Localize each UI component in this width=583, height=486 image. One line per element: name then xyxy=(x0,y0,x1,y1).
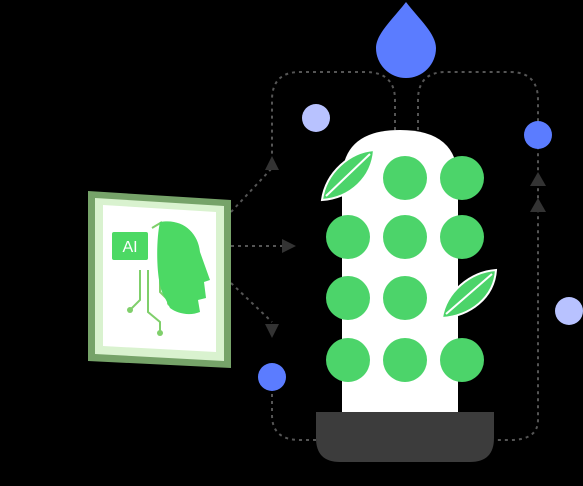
leaf-icon xyxy=(320,148,376,202)
plant-pods xyxy=(326,156,484,382)
ai-badge xyxy=(112,232,148,260)
arrow-down-icon xyxy=(265,324,279,338)
bubble xyxy=(258,363,286,391)
tower-base xyxy=(316,412,494,462)
water-flow-lines xyxy=(230,71,539,441)
bubble xyxy=(555,297,583,325)
ai-robot-head-icon xyxy=(157,221,210,315)
leaf-icon xyxy=(440,268,498,320)
water-drop-icon xyxy=(376,2,436,78)
bubble xyxy=(302,104,330,132)
ai-card: AI xyxy=(88,191,231,368)
arrow-up-icon xyxy=(265,156,279,170)
hydroponic-tower xyxy=(316,130,498,462)
arrow-up-icon xyxy=(530,172,546,212)
ai-badge-text: AI xyxy=(122,239,137,256)
arrow-right-icon xyxy=(282,239,296,253)
bubble xyxy=(524,121,552,149)
